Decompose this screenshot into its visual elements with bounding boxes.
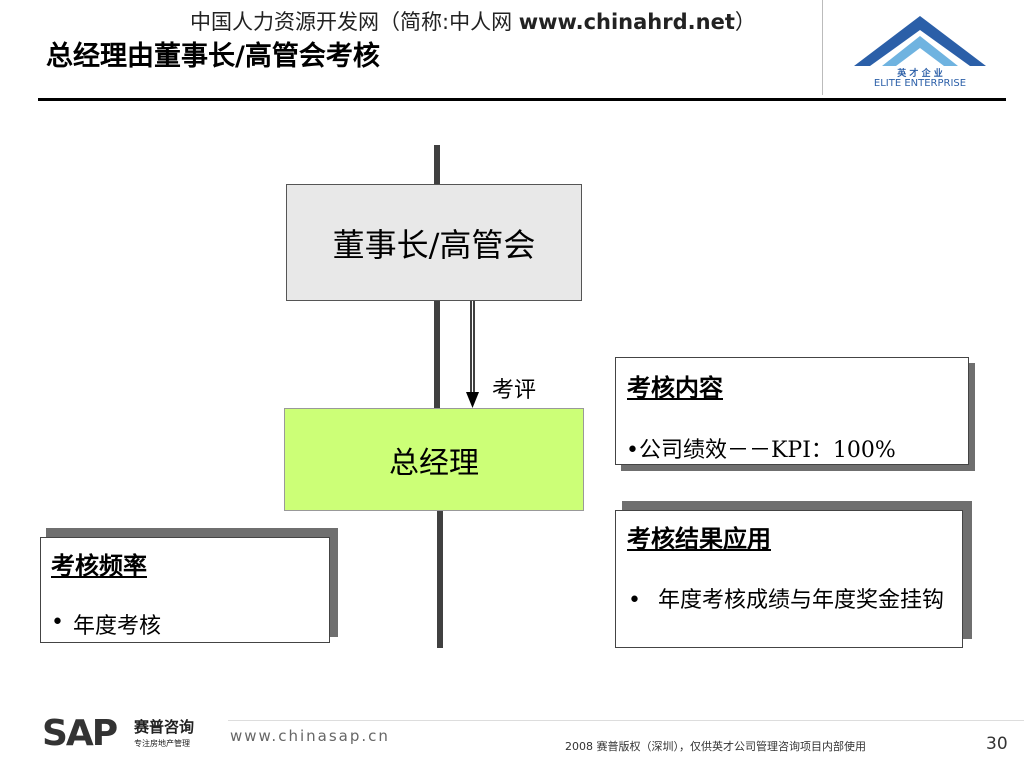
frequency-card-title: 考核频率 [51,551,147,580]
sap-brand: SAP [42,713,117,752]
result-card: 考核结果应用 • 年度考核成绩与年度奖金挂钩 [615,510,963,648]
page-number: 30 [986,734,1008,754]
site-header: 中国人力资源开发网（简称:中人网 www.chinahrd.net） [190,6,756,36]
footer-url[interactable]: www.chinasap.cn [230,727,390,745]
title-divider [38,98,1006,101]
sap-brand-sub: 专注房地产管理 [134,738,190,748]
content-card: 考核内容 •公司绩效－－KPI：100% [615,357,969,465]
evaluation-arrow [466,300,479,408]
frequency-card-bullet: 年度考核 [73,614,162,639]
board-node: 董事长/高管会 [286,184,582,301]
site-prefix: 中国人力资源开发网（简称:中人网 [190,10,519,34]
general-manager-node: 总经理 [284,408,584,511]
slide-title: 总经理由董事长/高管会考核 [46,41,380,72]
result-card-title: 考核结果应用 [627,524,771,553]
content-card-title: 考核内容 [627,373,723,402]
logo-divider [822,0,823,95]
footer-copyright: 2008 赛普版权（深圳），仅供英才公司管理咨询项目内部使用 [565,740,866,753]
logo-roof-inner [882,36,958,66]
connector-top [434,145,440,185]
footer-divider [228,720,1024,721]
result-card-bullet-mark: • [628,588,641,613]
connector-middle [434,300,440,409]
elite-enterprise-logo: 英 才 企 业 ELITE ENTERPRISE [854,16,986,88]
frequency-card: 考核频率 • 年度考核 [40,537,330,643]
sap-logo: SAP 赛普咨询 专注房地产管理 [42,713,194,752]
result-card-bullet: 年度考核成绩与年度奖金挂钩 [658,588,945,613]
sap-brand-cn: 赛普咨询 [133,718,194,736]
connector-bottom [437,510,443,648]
site-suffix: ） [734,10,756,34]
logo-cn-text: 英 才 企 业 [896,67,942,79]
frequency-card-bullet-mark: • [51,610,64,635]
site-url[interactable]: www.chinahrd.net [518,10,735,34]
logo-en-text: ELITE ENTERPRISE [874,78,966,88]
content-card-bullet: •公司绩效－－KPI：100% [626,438,896,463]
logo-roof-outer [854,16,986,66]
gm-label: 总经理 [389,445,479,481]
evaluation-label: 考评 [492,378,537,403]
board-label: 董事长/高管会 [332,225,536,264]
